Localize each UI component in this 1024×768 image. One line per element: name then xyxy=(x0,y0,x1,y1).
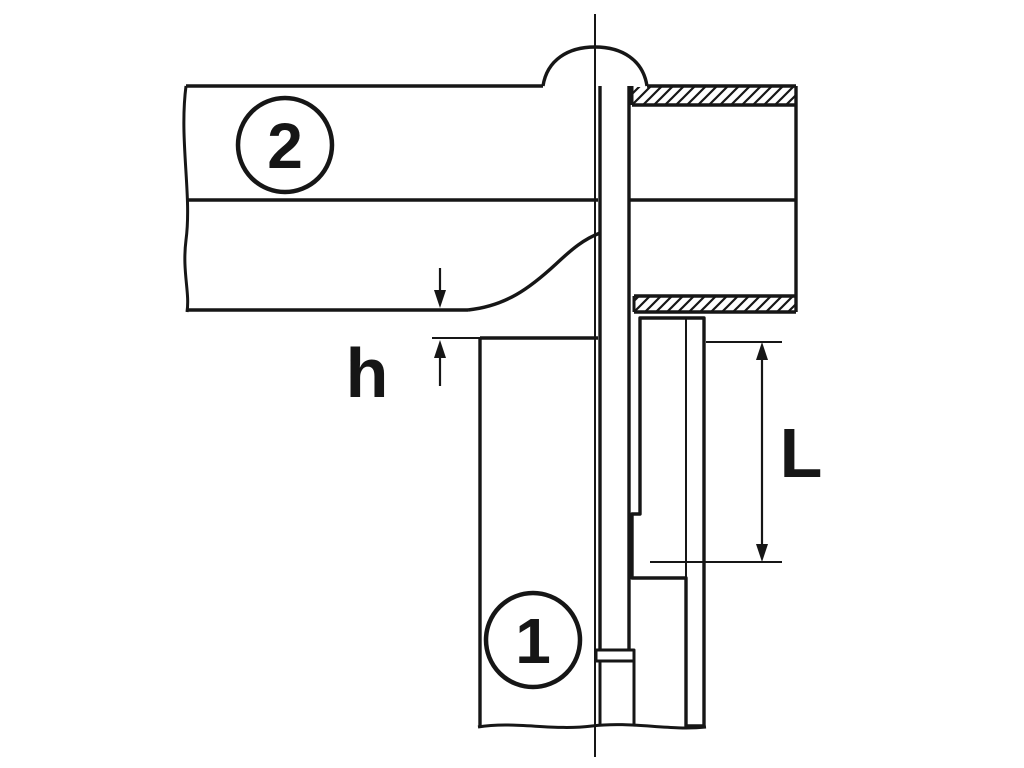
dimension-L-label: L xyxy=(780,414,823,492)
lower-plate-section-hatch xyxy=(634,297,796,311)
callout-1-label: 1 xyxy=(515,605,551,677)
tube-bottom-break-edge xyxy=(477,723,707,730)
L-top-arrowhead xyxy=(756,342,768,360)
L-bottom-arrowhead xyxy=(756,544,768,562)
shaft-end-flange xyxy=(594,648,636,663)
dimension-h-label: h xyxy=(346,334,389,412)
fastener-dome-head xyxy=(541,45,649,87)
callout-part-1: 1 xyxy=(483,590,583,690)
h-upper-arrowhead xyxy=(434,290,446,308)
stud-shaft-outline xyxy=(594,86,636,724)
tube-part-1-outline xyxy=(432,336,707,730)
sleeve-and-tube-wall-section xyxy=(630,316,706,728)
dimension-h: h xyxy=(346,268,446,412)
dimension-L: L xyxy=(650,341,823,563)
upper-plate-section-hatch xyxy=(632,87,796,104)
callout-1-circle xyxy=(483,590,583,690)
section-hatching xyxy=(630,87,796,728)
callout-2-circle xyxy=(235,95,335,195)
plate-part-2-outline xyxy=(182,45,798,314)
collar-transition-curve xyxy=(467,231,601,312)
plate-left-break-edge xyxy=(182,85,190,313)
h-lower-arrowhead xyxy=(434,340,446,358)
callout-part-2: 2 xyxy=(235,95,335,195)
callout-2-label: 2 xyxy=(267,110,303,182)
